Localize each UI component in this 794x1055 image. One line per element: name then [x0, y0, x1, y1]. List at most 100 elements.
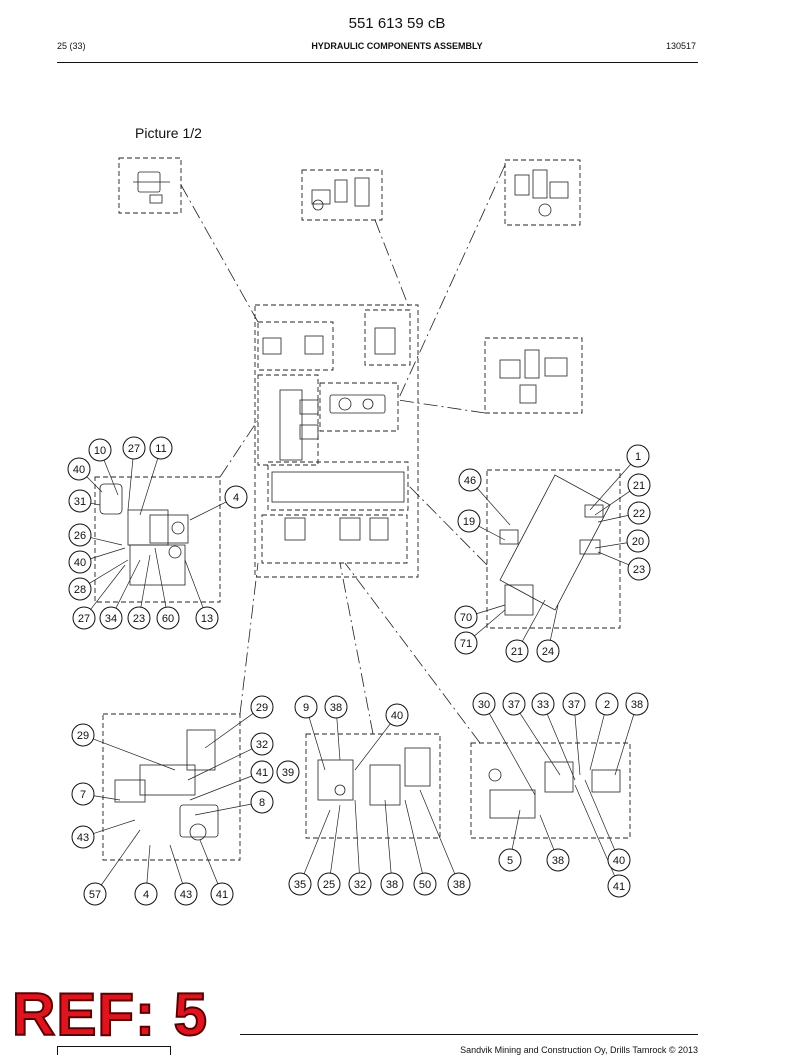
callout-leader [90, 547, 126, 560]
callout-leader [476, 604, 506, 615]
callout-label: 70 [460, 612, 472, 624]
detail-frame-left [94, 476, 221, 603]
callout-circle [68, 523, 92, 547]
callout-label: 4 [143, 889, 149, 901]
callout-25: 25 [317, 872, 341, 896]
callout-label: 19 [463, 516, 475, 528]
callout-circle [250, 760, 274, 784]
callout-leader [146, 844, 151, 884]
callout-label: 4 [233, 492, 239, 504]
callout-leader [354, 799, 360, 874]
callout-circle [250, 790, 274, 814]
callout-41: 41 [210, 882, 234, 906]
company-logo [57, 1046, 171, 1055]
callout-label: 29 [77, 730, 89, 742]
callout-circle [317, 872, 341, 896]
callout-leader [477, 487, 511, 526]
callout-5: 5 [498, 848, 522, 872]
callout-leader [308, 717, 326, 771]
footer-copyright: Sandvik Mining and Construction Oy, Dril… [460, 1045, 698, 1055]
callout-28: 28 [68, 577, 92, 601]
callout-circle [626, 529, 650, 553]
callout-leader [115, 559, 141, 609]
callout-label: 40 [73, 464, 85, 476]
callout-38: 38 [447, 872, 471, 896]
callout-leader [546, 714, 576, 781]
page-title: HYDRAULIC COMPONENTS ASSEMBLY [311, 41, 483, 51]
callout-circle [72, 606, 96, 630]
callout-circle [627, 473, 651, 497]
callout-4: 4 [224, 485, 248, 509]
callout-27: 27 [72, 606, 96, 630]
callout-label: 9 [303, 702, 309, 714]
callout-leader [154, 547, 167, 608]
callout-11: 11 [149, 436, 173, 460]
callout-26: 26 [68, 523, 92, 547]
callout-leader [574, 714, 581, 776]
callout-41: 41 [607, 874, 631, 898]
callout-label: 10 [94, 445, 106, 457]
callout-label: 43 [77, 832, 89, 844]
callout-label: 38 [552, 855, 564, 867]
callout-21: 21 [627, 473, 651, 497]
callout-circle [224, 485, 248, 509]
callout-label: 41 [256, 767, 268, 779]
callout-7: 7 [71, 782, 95, 806]
callout-leader [419, 789, 456, 874]
callout-41: 41 [250, 760, 274, 784]
callout-circle [210, 882, 234, 906]
callout-33: 33 [531, 692, 555, 716]
callout-label: 38 [330, 702, 342, 714]
callout-circle [67, 457, 91, 481]
callout-label: 27 [128, 443, 140, 455]
callout-leader [584, 779, 616, 851]
callout-circle [71, 782, 95, 806]
callout-circle [536, 639, 560, 663]
callout-circle [454, 631, 478, 655]
callout-38: 38 [625, 692, 649, 716]
component-sketches [99, 169, 621, 841]
callout-leader [93, 795, 121, 801]
callout-29: 29 [250, 695, 274, 719]
callout-leader [127, 458, 134, 511]
callout-10: 10 [88, 438, 112, 462]
callout-leader [101, 829, 141, 886]
callout-circle [250, 695, 274, 719]
callout-label: 20 [632, 536, 644, 548]
callout-leader [93, 738, 176, 771]
detail-frame-top-center [301, 169, 383, 221]
detail-frame-right-mid [484, 337, 583, 414]
callout-19: 19 [457, 509, 481, 533]
callout-circle [607, 874, 631, 898]
callout-circle [562, 692, 586, 716]
leader-lines [180, 164, 506, 744]
callout-2: 2 [595, 692, 619, 716]
callout-circle [626, 444, 650, 468]
callout-circle [71, 825, 95, 849]
callout-circle [294, 695, 318, 719]
callout-leader [594, 490, 631, 516]
callout-circle [385, 703, 409, 727]
callout-label: 57 [89, 889, 101, 901]
callout-leader [86, 476, 103, 493]
callout-9: 9 [294, 695, 318, 719]
callout-43: 43 [174, 882, 198, 906]
callout-circle [324, 695, 348, 719]
callout-circle [627, 501, 651, 525]
callout-label: 41 [216, 889, 228, 901]
main-assembly-frame [254, 304, 419, 578]
callout-leader [539, 814, 555, 850]
callout-label: 37 [508, 699, 520, 711]
callout-40: 40 [67, 457, 91, 481]
callout-leader [614, 714, 635, 776]
callout-label: 43 [180, 889, 192, 901]
callout-leader [336, 717, 341, 761]
callout-leader [139, 458, 159, 516]
callout-13: 13 [195, 606, 219, 630]
callout-leader [204, 713, 254, 749]
callout-leader [189, 501, 227, 521]
callout-60: 60 [156, 606, 180, 630]
callout-label: 11 [155, 443, 166, 455]
